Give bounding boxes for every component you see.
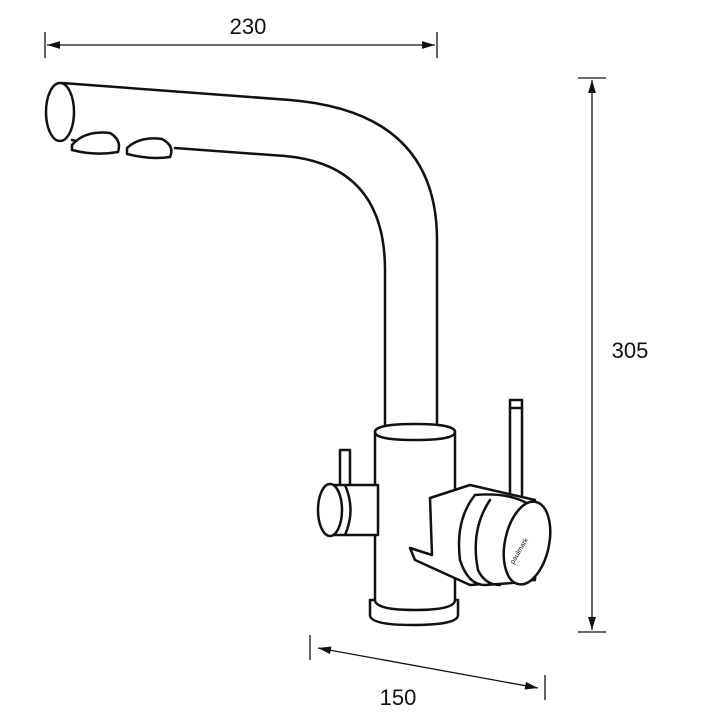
handle-cap xyxy=(502,500,552,586)
width-label: 230 xyxy=(230,14,267,39)
faucet: paulmark xyxy=(44,81,552,627)
spout-nozzle xyxy=(70,131,121,155)
height-label: 305 xyxy=(612,338,649,363)
spout-nozzle xyxy=(125,137,173,160)
width-dimension: 230 xyxy=(44,14,438,58)
spout-outlet xyxy=(44,81,76,143)
height-dimension: 305 xyxy=(578,77,649,633)
depth-dimension: 150 xyxy=(309,635,546,710)
depth-label: 150 xyxy=(380,685,417,710)
